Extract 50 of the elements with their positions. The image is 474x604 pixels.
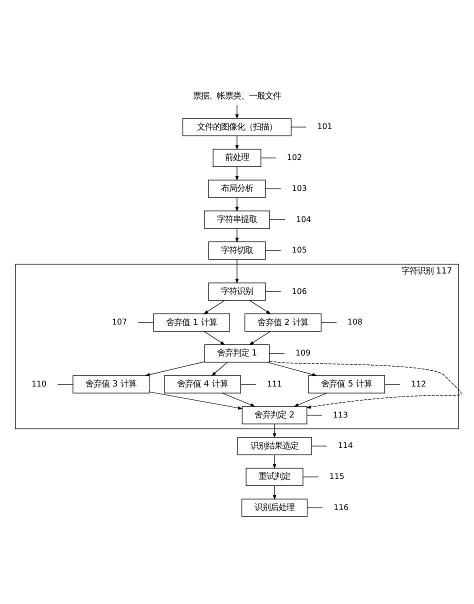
arrow	[149, 392, 243, 410]
arrow	[272, 424, 276, 438]
connector	[240, 384, 256, 385]
node-box: 字符切取	[208, 241, 266, 260]
connector	[291, 126, 307, 128]
arrow	[294, 392, 327, 407]
arrow	[235, 259, 239, 284]
arrow	[204, 331, 226, 346]
arrow	[272, 486, 276, 500]
arrow	[235, 166, 239, 181]
node-box: 舍弃值 4 计算	[164, 375, 241, 394]
node-box: 字符识别	[208, 282, 266, 301]
arrow	[235, 228, 239, 243]
node-box: 布局分析	[208, 180, 266, 198]
arrow	[203, 300, 225, 314]
arrow	[269, 360, 462, 409]
arrow	[266, 362, 318, 376]
node-box: 舍弃值 3 计算	[72, 375, 150, 394]
node-box: 舍弃判定 2	[242, 406, 308, 424]
node-box: 识别后处理	[242, 498, 308, 517]
arrow	[235, 197, 239, 212]
arrow	[144, 361, 205, 376]
node-text: 票据、帐票类、一般文件	[193, 90, 281, 100]
arrow	[250, 300, 272, 314]
node-box: 前处理	[212, 148, 262, 168]
connector	[138, 322, 154, 323]
arrow	[235, 104, 239, 120]
arrow	[272, 454, 276, 470]
arrow	[222, 392, 256, 407]
connector	[265, 291, 282, 292]
connector	[269, 219, 286, 220]
node-box: 舍弃值 2 计算	[244, 314, 322, 332]
connector	[302, 476, 319, 478]
node-box: 文件的图像化（扫描）	[182, 118, 292, 136]
node-box: 舍弃值 1 计算	[153, 314, 230, 332]
node-box: 舍弃值 5 计算	[308, 375, 385, 394]
node-box: 识别结果选定	[237, 436, 312, 456]
connector	[269, 353, 285, 354]
arrow	[211, 362, 228, 376]
connector	[384, 384, 400, 385]
arrow	[248, 331, 270, 346]
connector	[306, 414, 322, 416]
node-box: 舍弃判定 1	[204, 344, 270, 363]
node-box: 字符串提取	[204, 210, 270, 229]
node-box: 重试判定	[246, 468, 304, 486]
connector	[57, 384, 74, 385]
connector	[320, 322, 337, 323]
connector	[265, 188, 282, 190]
arrow	[235, 136, 239, 150]
connector	[265, 250, 282, 251]
